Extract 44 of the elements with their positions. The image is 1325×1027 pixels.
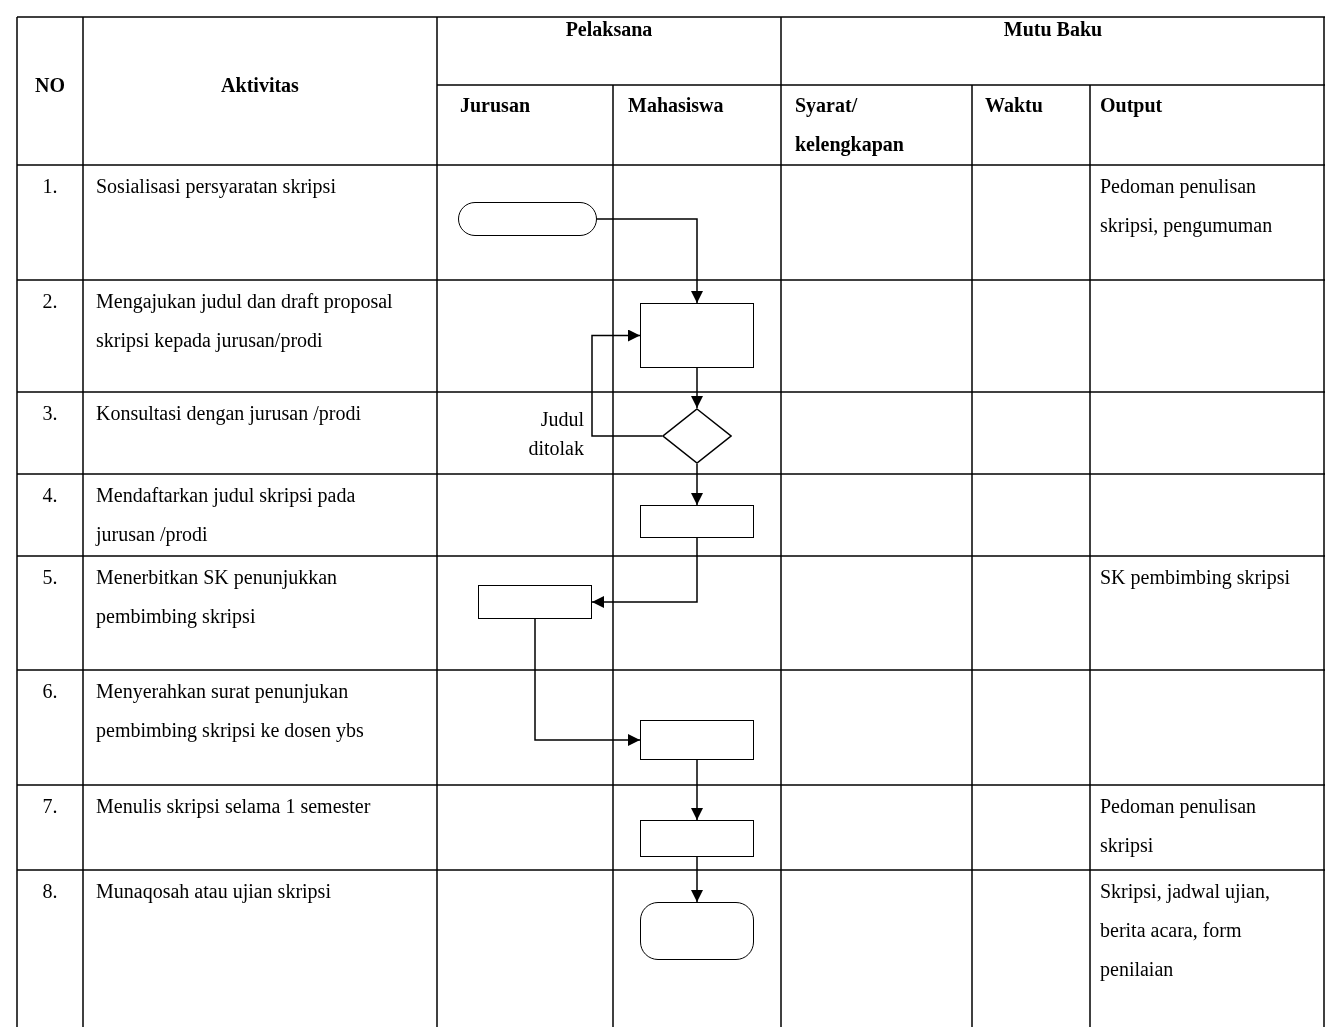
process-box [640,820,754,857]
output-text: Pedoman penulisan skripsi, pengumuman [1100,174,1274,239]
decision-diamond [662,408,732,464]
activity-text: Mendaftarkan judul skripsi pada jurusan /prodi [96,483,357,548]
header-text: Syarat/ kelengkapan [795,93,905,158]
row-number: 5. [41,565,59,590]
row-number: 8. [41,879,59,904]
output-text: Skripsi, jadwal ujian, berita acara, form penilaian [1100,879,1271,983]
row-number: 4. [41,483,59,508]
header-text: Output [1100,93,1164,119]
activity-text: Menerbitkan SK penunjukkan pembimbing skripsi [96,565,339,630]
header-text: Pelaksana [564,17,654,42]
header-text: NO [34,73,66,98]
arrow [691,367,703,409]
activity-text: Mengajukan judul dan draft proposal skripsi kepada jurusan/prodi [96,289,394,354]
row-number: 2. [41,289,59,314]
arrow [591,329,663,437]
activity-text: Konsultasi dengan jurusan /prodi [96,401,362,427]
header-text: Mahasiswa [628,93,725,118]
output-text: SK pembimbing skripsi [1100,565,1291,591]
header-text: Waktu [985,93,1044,118]
arrow [596,218,703,304]
row-number: 3. [41,401,59,426]
process-box [478,585,592,619]
header-text: Aktivitas [220,73,300,98]
header-text: Jurusan [460,93,532,118]
arrow [534,618,641,746]
activity-text: Munaqosah atau ujian skripsi [96,879,332,905]
row-number: 7. [41,794,59,819]
arrow [691,463,703,506]
header-text: Mutu Baku [1002,17,1104,42]
process-box [640,303,754,368]
output-text: Pedoman penulisan skripsi [1100,794,1258,859]
process-box [640,505,754,538]
activity-text: Sosialisasi persyaratan skripsi [96,174,337,200]
activity-text: Menyerahkan surat penunjukan pembimbing skripsi ke dosen ybs [96,679,365,744]
row-number: 6. [41,679,59,704]
arrow [691,759,703,821]
activity-text: Menulis skripsi selama 1 semester [96,794,372,820]
arrow [691,856,703,903]
terminator-shape [640,902,754,960]
process-box [640,720,754,760]
arrow [591,537,698,608]
row-number: 1. [41,174,59,199]
